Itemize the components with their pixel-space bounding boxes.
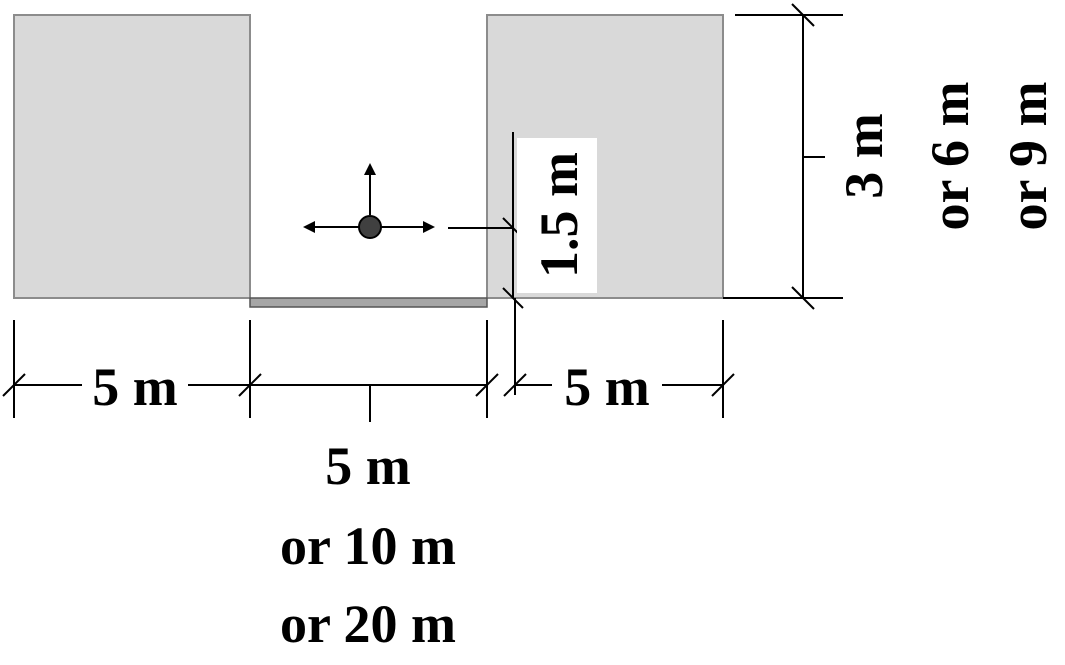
monitoring-point-icon (358, 215, 382, 239)
left-building-block (13, 14, 251, 299)
left-block-width-label: 5 m (92, 357, 178, 417)
gap-width-label-line2: or 10 m (280, 516, 456, 576)
gap-width-label-line1: 5 m (325, 436, 411, 496)
block-height-label-line1: 3 m (834, 113, 894, 199)
monitoring-point-group (303, 163, 435, 239)
right-block-width-label: 5 m (564, 357, 650, 417)
width-dimensions: 5 m 5 m 5 m or 10 m or 20 m (2, 298, 735, 654)
gap-width-label-line3: or 20 m (280, 594, 456, 654)
block-height-label-line3: or 9 m (998, 82, 1058, 231)
sensor-height-label: 1.5 m (529, 152, 589, 278)
canyon-ground-strip (249, 297, 488, 308)
sensor-height-dimension: 1.5 m (502, 132, 597, 309)
block-height-label-line2: or 6 m (920, 82, 980, 231)
block-height-dimension: 3 m or 6 m or 9 m (723, 3, 1058, 310)
